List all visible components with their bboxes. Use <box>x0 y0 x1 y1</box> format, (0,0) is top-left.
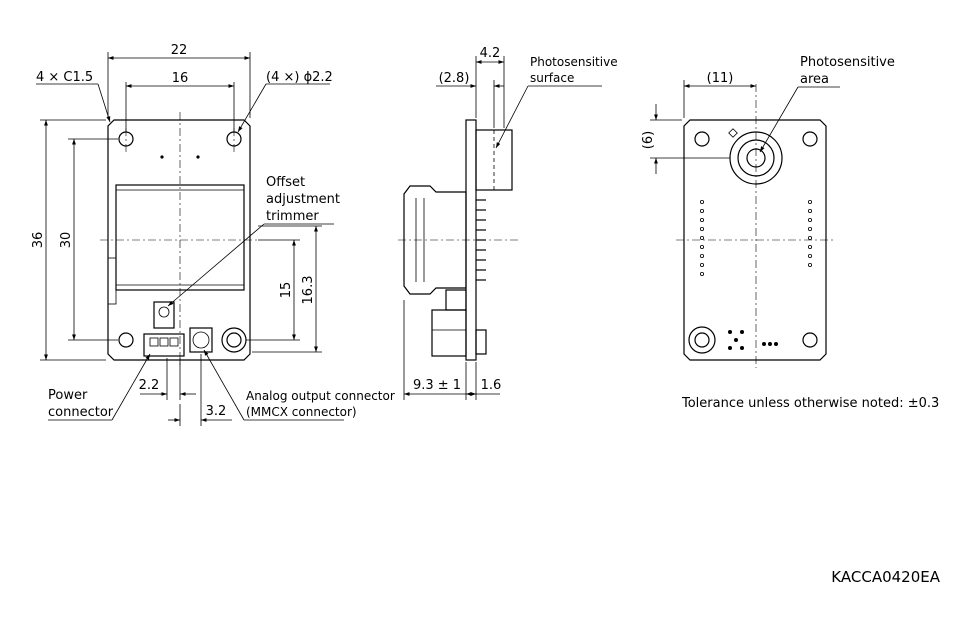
offset-label-line3: trimmer <box>266 209 319 224</box>
power-connector <box>143 333 185 357</box>
chamfer-note: 4 × C1.5 <box>36 70 93 85</box>
analog-label-line1: Analog output connector <box>246 389 395 403</box>
power-label-line1: Power <box>48 388 88 403</box>
dim-label-9-3: 9.3 ± 1 <box>413 378 461 393</box>
mmcx-ring <box>192 331 210 349</box>
dim-label-22: 22 <box>171 43 188 58</box>
back-hole-boss <box>688 326 716 354</box>
dim-label-16: 16 <box>172 71 189 86</box>
dim-label-30: 30 <box>59 232 74 249</box>
dim-label-16-3: 16.3 <box>301 276 316 305</box>
front-edge-part <box>107 257 117 305</box>
drawing-code: KACCA0420EA <box>831 568 940 586</box>
power-pin <box>169 337 179 347</box>
dim-label-11: (11) <box>707 71 734 86</box>
back-hole-top-left <box>694 131 710 147</box>
hole-note: (4 ×) ϕ2.2 <box>266 70 333 85</box>
dim-label-3-2: 3.2 <box>206 404 227 419</box>
offset-label-line2: adjustment <box>266 192 340 207</box>
side-connector-body <box>403 185 467 295</box>
area-label-line2: area <box>800 72 829 87</box>
side-view: 4.2 (2.8) Photosensitive surface 9.3 ± 1… <box>398 46 618 400</box>
tolerance-note: Tolerance unless otherwise noted: ±0.3 <box>681 396 939 411</box>
dim-label-4-2: 4.2 <box>480 46 501 61</box>
analog-label-line2: (MMCX connector) <box>246 405 357 419</box>
front-view: 22 16 4 × C1.5 (4 ×) ϕ2.2 36 30 15 <box>31 43 395 426</box>
area-label-line1: Photosensitive <box>800 55 895 70</box>
trimmer-knob <box>158 306 170 318</box>
back-board-outline <box>683 119 827 361</box>
back-view: (11) (6) Photosensitive area Tolerance u… <box>641 55 939 411</box>
pad-dot <box>196 155 200 159</box>
side-mmcx-connector <box>431 309 467 357</box>
dim-label-15: 15 <box>279 282 294 299</box>
dim-label-1-6: 1.6 <box>481 378 502 393</box>
offset-label-line1: Offset <box>266 175 305 190</box>
back-hole-bottom-left <box>694 332 710 348</box>
back-pin-row-left <box>700 199 705 276</box>
mmcx-connector <box>189 327 213 353</box>
dim-label-2-8: (2.8) <box>439 71 470 86</box>
pad-dot <box>160 155 164 159</box>
offset-trimmer <box>153 301 175 329</box>
diode-tab <box>728 128 738 138</box>
power-pin <box>159 337 169 347</box>
mount-hole-bottom-left <box>118 332 134 348</box>
mount-hole-bottom-right <box>226 332 242 348</box>
mount-hole-boss <box>221 327 247 353</box>
dim-label-6: (6) <box>641 131 656 149</box>
back-pin-row-right <box>808 199 813 267</box>
side-back-part <box>475 329 487 355</box>
surface-label-line2: surface <box>530 71 574 85</box>
dim-label-2-2: 2.2 <box>139 378 160 393</box>
surface-label-line1: Photosensitive <box>530 55 618 69</box>
power-pin <box>149 337 159 347</box>
power-label-line2: connector <box>48 405 114 420</box>
front-board-outline <box>107 119 251 361</box>
back-hole-bottom-right <box>802 332 818 348</box>
back-small-pads <box>728 330 778 350</box>
side-power-connector <box>445 289 467 311</box>
dim-label-36: 36 <box>31 232 46 249</box>
back-hole-top-right <box>802 131 818 147</box>
